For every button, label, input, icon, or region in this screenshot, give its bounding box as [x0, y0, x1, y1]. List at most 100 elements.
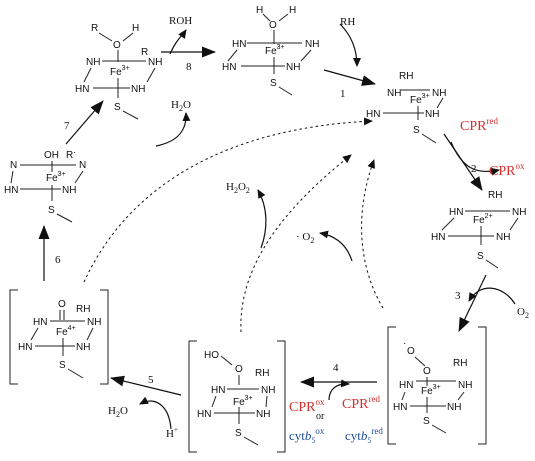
atom-nh: NH: [432, 88, 446, 99]
h2o2-label: H2O2: [226, 181, 250, 195]
atom-nh: NH: [76, 342, 90, 353]
atom-s: S: [114, 102, 121, 113]
atom-nh: NH: [62, 185, 76, 196]
atom-hn: HN: [18, 342, 32, 353]
atom-o: O: [113, 40, 121, 51]
step-number-6: 6: [55, 254, 61, 266]
atom-hn: HN: [222, 62, 236, 73]
atom-hn: HN: [449, 207, 463, 218]
iron-center: Fe3+: [265, 44, 285, 57]
cpr-oxidized-arrow: [450, 141, 500, 176]
atom-hn: HN: [393, 402, 407, 413]
atom-rh: RH: [76, 304, 90, 315]
complex-substrate-bound-fe3: RH NH NH Fe3+ HN NH S: [366, 71, 446, 144]
step-number-1: 1: [340, 88, 346, 100]
iron-center: Fe3+: [421, 384, 441, 397]
atom-nh: NH: [458, 380, 472, 391]
water-label-bottom: H2O: [108, 405, 128, 419]
atom-s: S: [413, 125, 420, 136]
atom-o: O: [58, 299, 66, 310]
atom-hn: HN: [232, 39, 246, 50]
complex-ferrous: RH HN NH Fe2+ HN NH S: [431, 190, 526, 269]
atom-o: O: [269, 20, 277, 31]
step3-arrow: [458, 274, 487, 332]
atom-h-right: H: [289, 5, 296, 16]
atom-nh: NH: [261, 385, 275, 396]
atom-nh: NH: [286, 62, 300, 73]
cpr-oxidized-label-step2: CPRox: [489, 161, 525, 179]
atom-r: R: [141, 47, 148, 58]
cpr-reduced-label-step2: CPRred: [460, 116, 498, 134]
step-number-2: 2: [471, 163, 477, 175]
atom-s: S: [270, 78, 277, 89]
cytb5-oxidized-label: cytb5ox: [289, 426, 325, 445]
atom-rh: RH: [399, 71, 413, 82]
water-label-top: H2O: [171, 99, 191, 113]
atom-nh: NH: [86, 57, 100, 68]
atom-nh: NH: [512, 207, 526, 218]
atom-nh: NH: [387, 88, 401, 99]
rh-substrate-label: RH: [340, 16, 355, 28]
cytb5-reduced-label: cytb5red: [345, 426, 383, 445]
atom-o-proximal: O: [423, 366, 431, 377]
atom-oh: OH: [44, 150, 59, 161]
atom-nh: NH: [87, 317, 101, 328]
complex-compound-i: O RH HN NH Fe4+ HN NH S: [9, 289, 109, 385]
step-number-3: 3: [455, 290, 461, 302]
atom-o: O: [235, 364, 243, 375]
atom-s: S: [423, 416, 430, 427]
radical-dot: ·: [403, 338, 406, 349]
atom-n: N: [10, 160, 17, 171]
atom-h-left: H: [256, 5, 263, 16]
atom-nh: NH: [305, 39, 319, 50]
peroxide-shunt-arrow: [240, 154, 352, 333]
atom-hn: HN: [211, 385, 225, 396]
complex-resting-water: H O H HN NH Fe3+ HN NH S: [222, 5, 319, 96]
atom-rh: RH: [488, 190, 502, 201]
atom-hn: HN: [75, 84, 89, 95]
atom-h: H: [132, 23, 139, 34]
water-out-arrow: [155, 112, 191, 147]
atom-ho: HO: [204, 350, 219, 361]
step-number-4: 4: [333, 362, 339, 374]
atom-hn: HN: [197, 409, 211, 420]
roh-product-label: ROH: [169, 15, 192, 27]
o2-label: O2: [517, 306, 529, 320]
atom-rh: RH: [453, 358, 467, 369]
o2-in-arrow: [468, 287, 516, 305]
step7-arrow: [65, 100, 104, 145]
atom-s: S: [59, 360, 66, 371]
step5-arrow: [110, 375, 182, 396]
iron-center: Fe3+: [110, 65, 130, 78]
atom-n: N: [79, 160, 86, 171]
step-number-5: 5: [148, 374, 154, 386]
rh-in-arrow: [339, 23, 361, 67]
atom-hn: HN: [4, 185, 18, 196]
step-number-8: 8: [186, 61, 192, 73]
superoxide-out-arrow: [319, 230, 353, 262]
atom-nh: NH: [256, 409, 270, 420]
iron-center: Fe2+: [473, 213, 493, 226]
atom-r-radical: R.: [66, 145, 76, 161]
roh-out-arrow: [169, 29, 187, 55]
step1-arrow: [323, 69, 376, 86]
complex-ferric-hydroperoxo: HO O RH HN NH Fe3+ HN NH S: [188, 340, 286, 453]
atom-r: R: [91, 23, 98, 34]
atom-rh: RH: [255, 368, 269, 379]
complex-product-bound: R H O R NH NH Fe3+ HN NH S: [75, 23, 162, 120]
atom-hn: HN: [366, 109, 380, 120]
complex-ferric-superoxo: · O O RH HN NH Fe3+ HN NH S: [387, 326, 487, 445]
cpr-oxidized-label-step4: CPRox: [289, 397, 325, 415]
reductant-arrow: [328, 379, 350, 401]
atom-nh: NH: [148, 57, 162, 68]
autoxidation-shunt-arrow: [361, 159, 384, 309]
iron-center: Fe3+: [46, 171, 66, 184]
iron-center: Fe3+: [410, 93, 430, 106]
atom-s: S: [477, 251, 484, 262]
superoxide-label: · O2: [296, 231, 314, 245]
atom-nh: NH: [425, 109, 439, 120]
iron-center: Fe4+: [56, 325, 76, 338]
h2o2-out-arrow: [257, 189, 267, 249]
step-number-7: 7: [64, 120, 70, 132]
atom-s: S: [235, 428, 242, 439]
